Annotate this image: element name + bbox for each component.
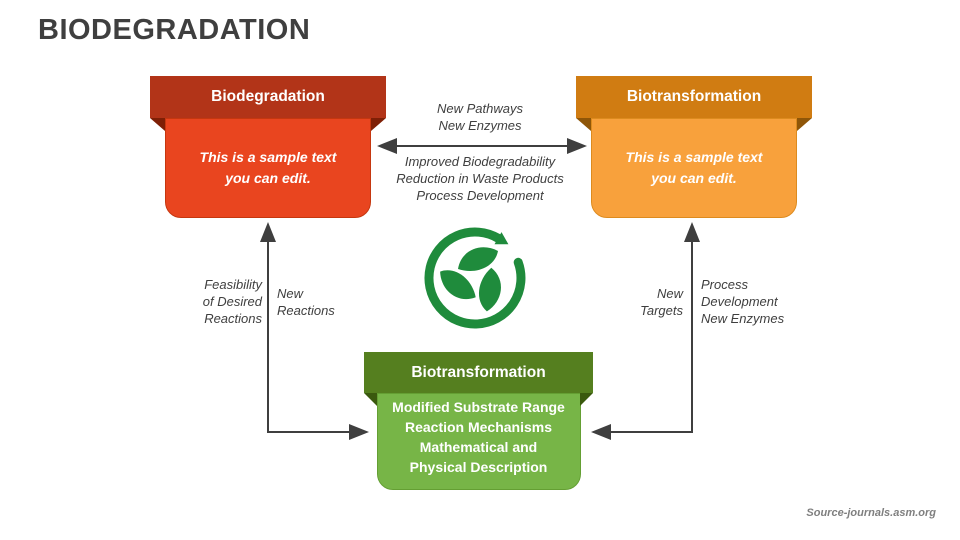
arrow-right-elbow-bidirectional xyxy=(591,222,700,440)
leaf-cluster xyxy=(436,247,511,314)
box-biodegradation-header[interactable]: Biodegradation xyxy=(150,76,386,118)
recycle-leaves-icon xyxy=(424,227,526,329)
source-credit: Source-journals.asm.org xyxy=(806,507,936,519)
box-biotransformation-top: Biotransformation This is a sample text … xyxy=(576,76,812,218)
label-new-pathways-enzymes: New Pathways New Enzymes xyxy=(437,101,523,133)
recycle-arrowhead xyxy=(494,232,509,245)
ribbon-fold xyxy=(364,393,377,406)
box-biotransformation-bottom: Biotransformation Modified Substrate Ran… xyxy=(364,352,593,490)
ribbon-fold xyxy=(150,118,165,131)
box-biotransformation-top-body[interactable]: This is a sample text you can edit. xyxy=(591,118,797,218)
label-new-reactions: New Reactions xyxy=(277,286,335,318)
ribbon-fold xyxy=(797,118,812,131)
box-biotransformation-top-header[interactable]: Biotransformation xyxy=(576,76,812,118)
box-biotransformation-bottom-header[interactable]: Biotransformation xyxy=(364,352,593,393)
box-biotransformation-bottom-body[interactable]: Modified Substrate Range Reaction Mechan… xyxy=(376,393,581,490)
recycle-circle-arc xyxy=(424,227,526,329)
ribbon-fold xyxy=(580,393,593,406)
arrow-left-elbow-bidirectional xyxy=(260,222,369,440)
label-new-targets: New Targets xyxy=(640,286,683,318)
label-feasibility-reactions: Feasibility of Desired Reactions xyxy=(202,277,262,326)
label-improved-biodegradability: Improved Biodegradability Reduction in W… xyxy=(396,154,564,203)
page-title: BIODEGRADATION xyxy=(38,14,311,46)
box-biodegradation: Biodegradation This is a sample text you… xyxy=(150,76,386,218)
box-biodegradation-body[interactable]: This is a sample text you can edit. xyxy=(165,118,371,218)
label-process-development: Process Development New Enzymes xyxy=(701,277,785,326)
